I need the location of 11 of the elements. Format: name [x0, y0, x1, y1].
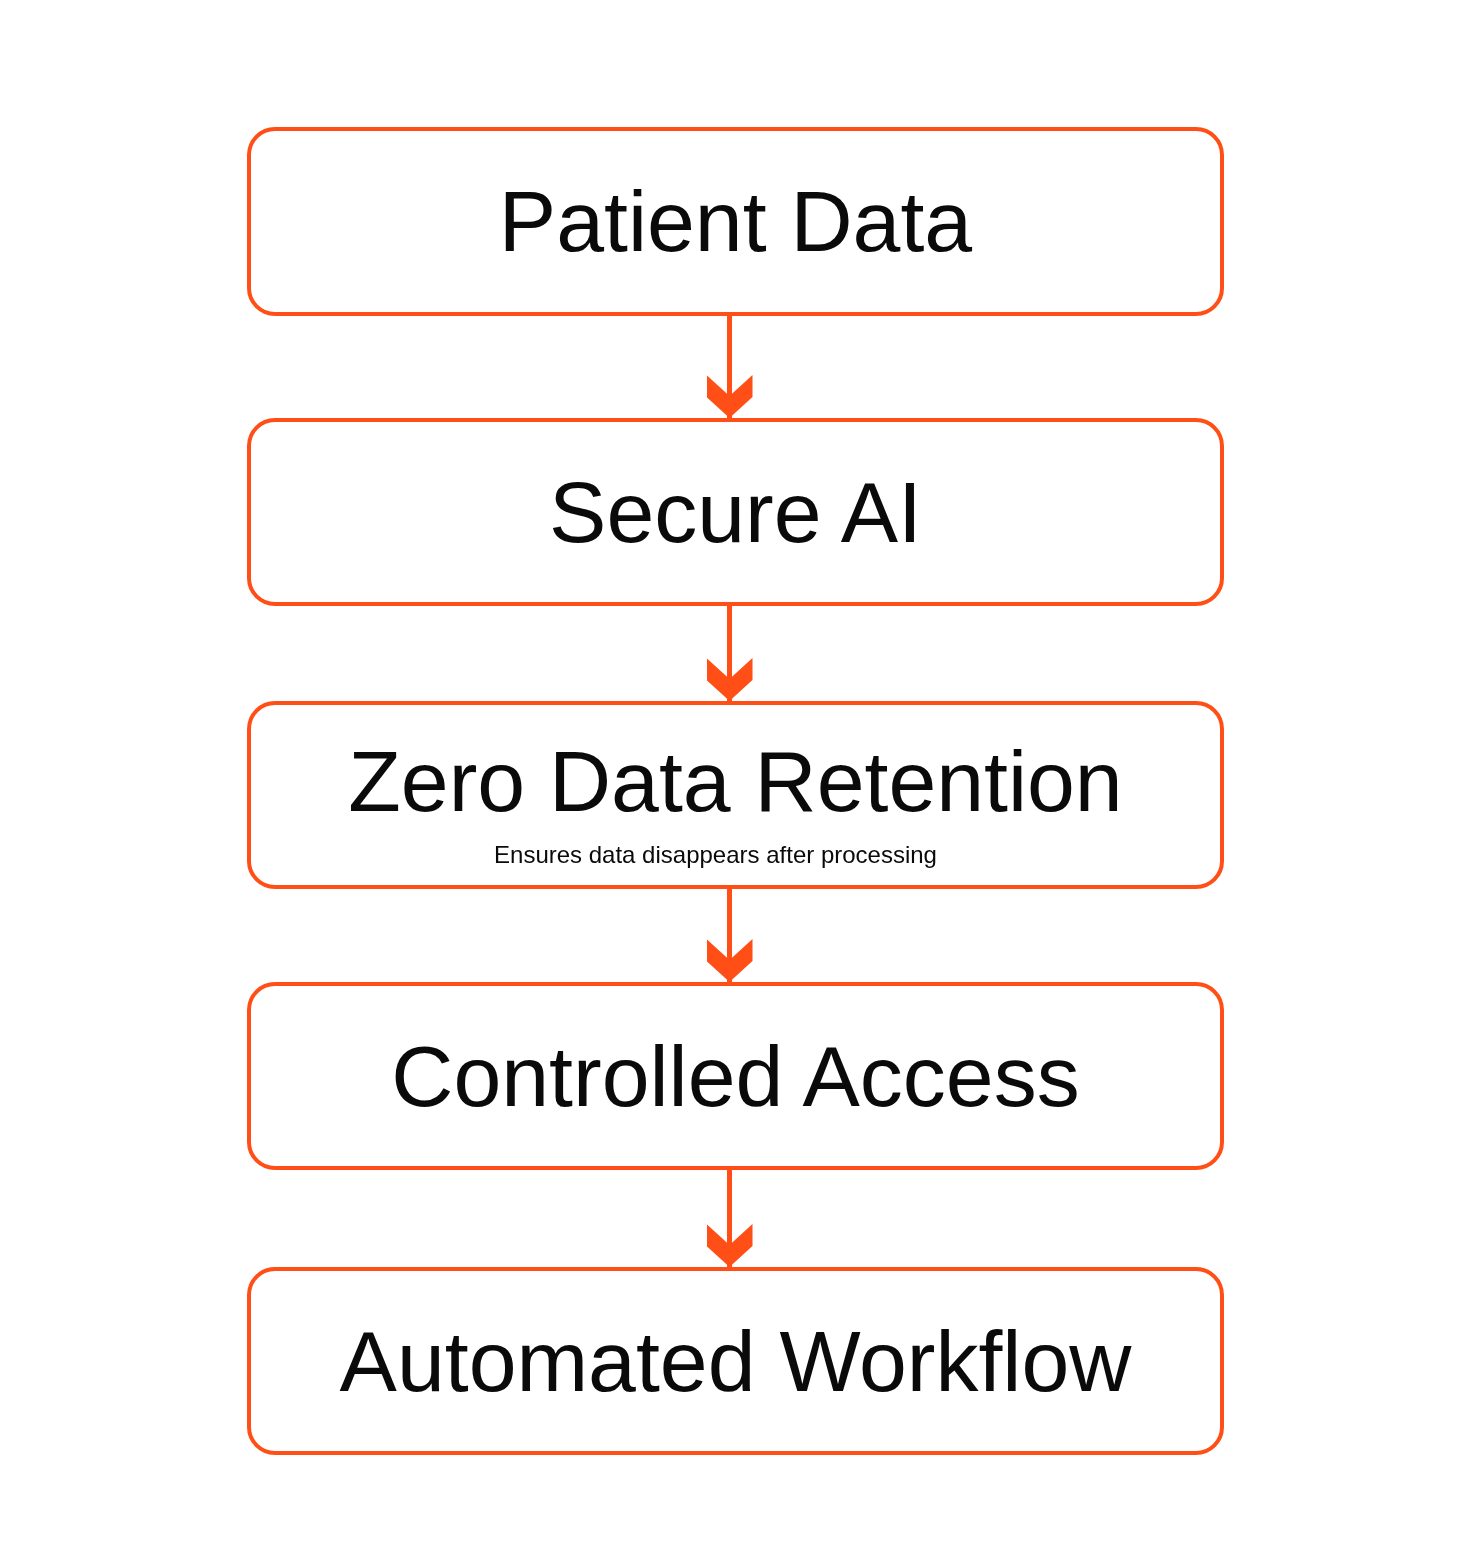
step-title: Automated Workflow [339, 1313, 1132, 1409]
step-title: Zero Data Retention [348, 734, 1123, 829]
process-box [247, 127, 1224, 316]
step-description: Ensures data disappears after processing [494, 840, 937, 870]
process-box [247, 701, 1224, 889]
process-box [247, 1267, 1224, 1455]
step-title: Secure AI [549, 464, 922, 560]
step-title: Patient Data [498, 174, 973, 269]
step-title: Controlled Access [391, 1028, 1080, 1124]
process-box [247, 982, 1224, 1170]
process-box [247, 418, 1224, 606]
